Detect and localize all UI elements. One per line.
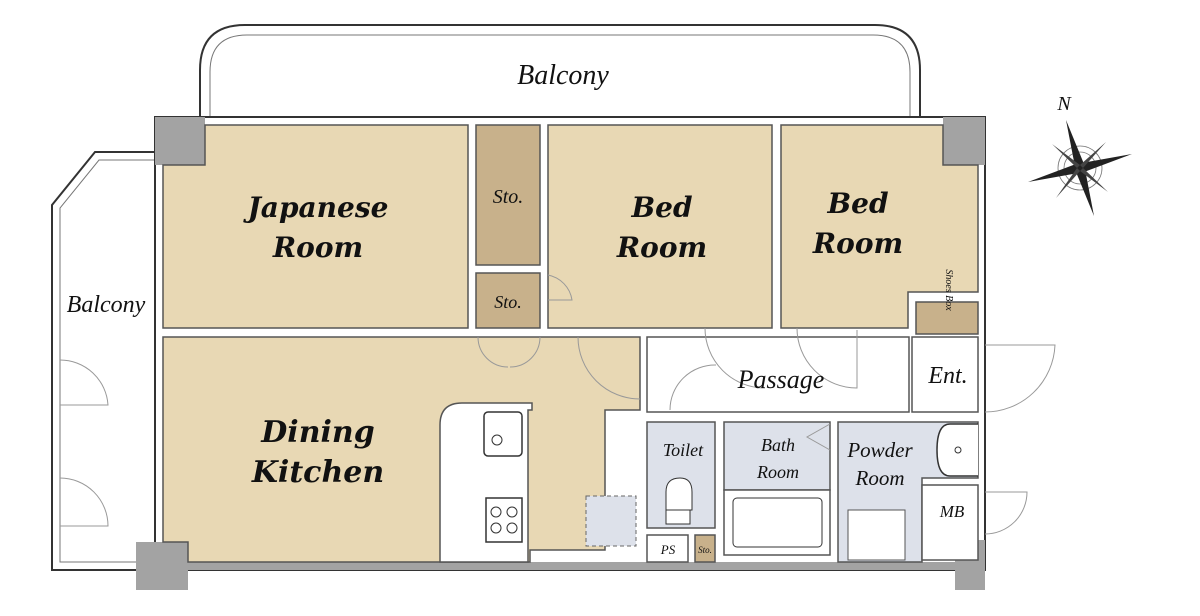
bathtub-icon bbox=[732, 497, 823, 548]
balcony-top-outline bbox=[199, 24, 921, 117]
bath-door bbox=[805, 423, 831, 451]
entrance-door[interactable] bbox=[984, 344, 1056, 413]
dining-kitchen-label: Dining bbox=[260, 415, 374, 450]
passage-label: Passage bbox=[737, 365, 825, 394]
washing-machine-space bbox=[847, 509, 906, 561]
burner bbox=[490, 522, 502, 534]
bed-room-door bbox=[704, 327, 858, 389]
burner bbox=[506, 522, 518, 534]
compass-icon: N bbox=[1028, 93, 1132, 216]
japanese-room-label: Japanese bbox=[243, 191, 389, 224]
pillar bbox=[136, 542, 188, 590]
bed-room-1-label: Room bbox=[616, 231, 707, 264]
balcony-left-rail bbox=[59, 159, 155, 563]
balcony-door bbox=[59, 477, 109, 527]
compass-north-label: N bbox=[1056, 93, 1072, 115]
balcony-left-outline bbox=[51, 151, 155, 571]
dining-kitchen bbox=[162, 336, 641, 563]
balcony-door bbox=[59, 359, 109, 406]
wash-basin-icon bbox=[936, 423, 978, 477]
pillar bbox=[943, 117, 985, 165]
bed-room-2-label: Bed bbox=[826, 187, 888, 220]
pipe-space-label: PS bbox=[660, 542, 676, 557]
storage-2-label: Sto. bbox=[494, 292, 522, 312]
japanese-room-label: Room bbox=[272, 231, 363, 264]
fridge-space bbox=[585, 495, 637, 547]
powder-room-label: Powder bbox=[846, 438, 913, 462]
balcony-top-rail bbox=[209, 34, 911, 117]
sink-icon bbox=[483, 411, 523, 457]
shoes-box bbox=[915, 301, 979, 335]
bed-room-1 bbox=[547, 124, 773, 329]
toilet-bowl-icon bbox=[665, 477, 693, 511]
bed-room-2-label: Room bbox=[812, 227, 903, 260]
entrance bbox=[911, 336, 979, 413]
toilet-tank bbox=[665, 509, 691, 525]
balcony-top-label: Balcony bbox=[517, 60, 609, 91]
pipe-space bbox=[646, 534, 689, 563]
burner bbox=[490, 506, 502, 518]
pillar bbox=[155, 117, 205, 165]
toilet-label: Toilet bbox=[663, 440, 704, 460]
storage-1-label: Sto. bbox=[493, 186, 524, 208]
japanese-room bbox=[162, 124, 469, 329]
storage-door bbox=[477, 336, 541, 368]
meter-box bbox=[921, 484, 979, 561]
powder-room-label: Room bbox=[855, 466, 905, 490]
burner bbox=[506, 506, 518, 518]
passage bbox=[646, 336, 910, 413]
meter-box-label: MB bbox=[939, 502, 965, 521]
stove-icon bbox=[485, 497, 523, 543]
bath-room-label: Room bbox=[756, 462, 799, 482]
bed-room-2 bbox=[780, 124, 979, 329]
bed-room-1-label: Bed bbox=[630, 191, 692, 224]
storage-3 bbox=[694, 534, 716, 563]
storage-2 bbox=[475, 272, 541, 329]
bath-room-label: Bath bbox=[761, 435, 795, 455]
storage-3-label: Sto. bbox=[698, 545, 712, 555]
dining-kitchen-label: Kitchen bbox=[251, 455, 384, 490]
bath-room bbox=[723, 421, 831, 491]
balcony-left-label: Balcony bbox=[67, 292, 146, 318]
bed-room-door bbox=[577, 336, 641, 400]
shoes-box-label: Shoes Box bbox=[943, 269, 954, 311]
entrance-label: Ent. bbox=[927, 363, 967, 389]
sink-drain bbox=[491, 434, 503, 446]
storage-1 bbox=[475, 124, 541, 266]
wall-south bbox=[188, 562, 955, 570]
toilet-door bbox=[669, 364, 717, 411]
basin-drain bbox=[954, 446, 962, 454]
meter-box-door bbox=[984, 491, 1028, 535]
closet-door bbox=[547, 274, 573, 301]
